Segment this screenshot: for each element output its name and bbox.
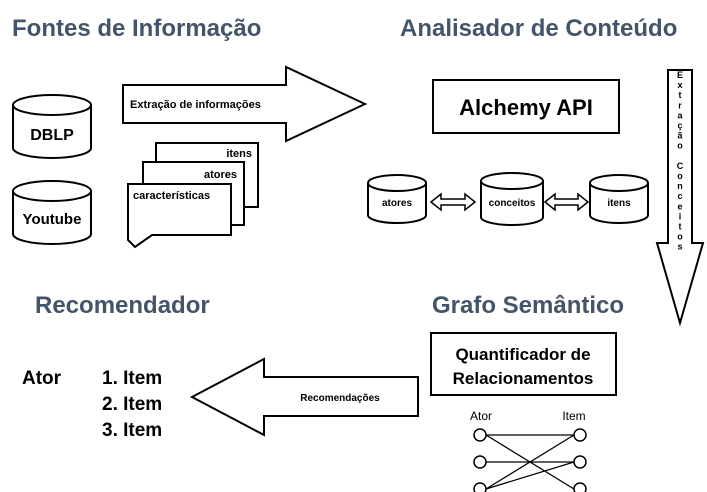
- alchemy-api-label: Alchemy API: [459, 95, 593, 120]
- dblp-database: DBLP: [12, 94, 92, 159]
- recommended-item-3: 3. Item: [102, 420, 162, 441]
- heading-graph: Grafo Semântico: [432, 292, 624, 319]
- quantifier-box: Quantificador de Relacionamentos: [430, 332, 617, 396]
- heading-sources: Fontes de Informação: [12, 15, 261, 42]
- recommendations-arrow: Recomendações: [189, 357, 419, 437]
- doc-atores-label: atores: [204, 169, 237, 181]
- quantifier-line2: Relacionamentos: [453, 369, 594, 388]
- graph-item-label: Item: [562, 409, 585, 423]
- bipartite-graph: Ator Item: [470, 409, 587, 492]
- graph-node: [473, 455, 487, 469]
- recommender-actor: Ator: [22, 368, 62, 389]
- heading-recommender: Recomendador: [35, 292, 210, 319]
- dblp-label: DBLP: [30, 127, 74, 144]
- conceitos-database: conceitos: [480, 172, 544, 226]
- conceitos-db-label: conceitos: [489, 198, 536, 209]
- extraction-arrow: Extração de informações: [122, 65, 368, 143]
- itens-database: itens: [589, 174, 649, 224]
- itens-db-label: itens: [607, 198, 631, 209]
- heading-analyzer: Analisador de Conteúdo: [400, 15, 677, 42]
- atores-db-label: atores: [382, 198, 412, 209]
- youtube-database: Youtube: [12, 180, 92, 245]
- graph-node: [573, 455, 587, 469]
- youtube-label: Youtube: [23, 211, 82, 228]
- doc-caracteristicas-label: características: [133, 190, 210, 202]
- extraction-arrow-label: Extração de informações: [130, 99, 261, 111]
- graph-ator-label: Ator: [470, 409, 492, 423]
- quantifier-line1: Quantificador de: [455, 345, 590, 364]
- recommended-item-1: 1. Item: [102, 368, 162, 389]
- graph-node: [573, 428, 587, 442]
- documents-stack: itens atores características: [127, 142, 259, 249]
- graph-node: [573, 482, 587, 492]
- graph-node: [473, 428, 487, 442]
- doc-itens-label: itens: [226, 148, 252, 160]
- double-arrow-left: [429, 192, 477, 212]
- recommended-item-2: 2. Item: [102, 394, 162, 415]
- alchemy-api-box: Alchemy API: [432, 79, 620, 134]
- recommendations-label: Recomendações: [300, 393, 380, 404]
- double-arrow-right: [543, 192, 590, 212]
- atores-database: atores: [367, 174, 427, 224]
- graph-node: [473, 482, 487, 492]
